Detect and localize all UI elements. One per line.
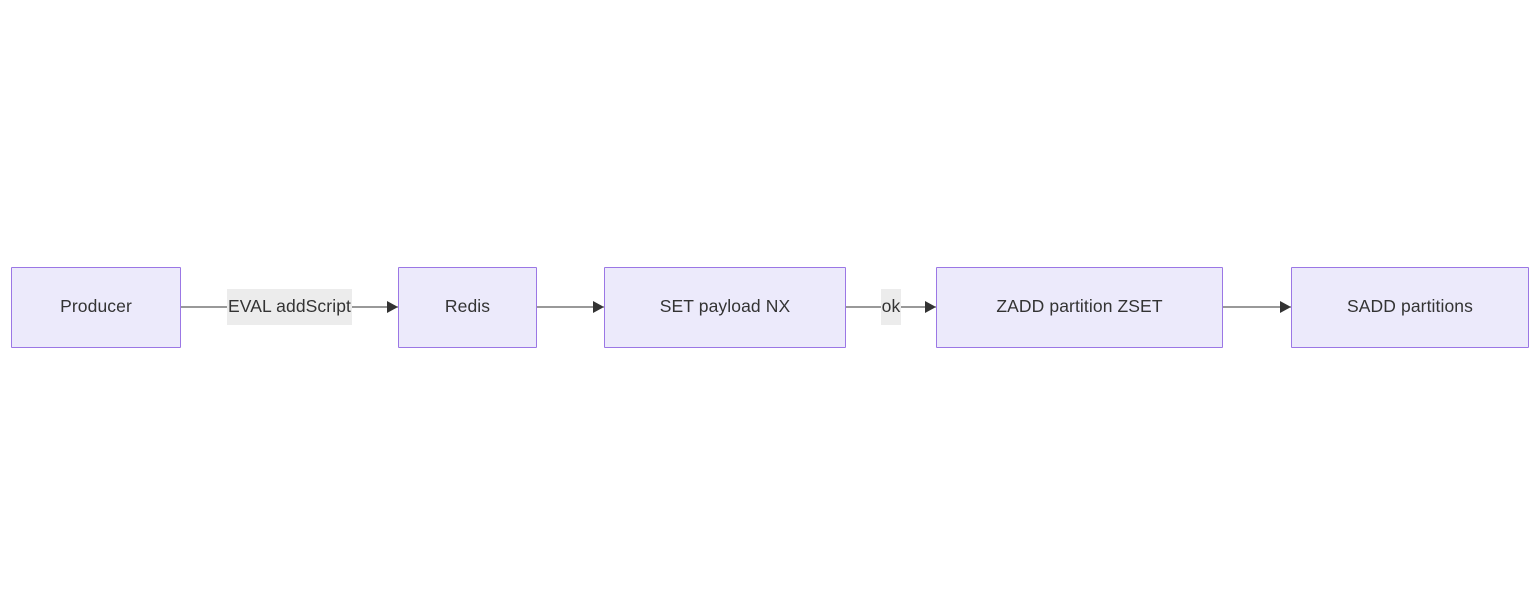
arrowhead-icon [593,301,604,313]
edge-line [537,306,604,308]
edge-label-ok: ok [880,288,902,326]
edge-zadd-to-sadd[interactable] [1223,267,1291,348]
edge-label-eval-addscript: EVAL addScript [227,288,352,326]
arrowhead-icon [387,301,398,313]
node-set-payload-nx[interactable]: SET payload NX [604,266,846,348]
edge-set-payload-to-zadd[interactable]: ok [846,267,936,348]
flow-sequence: Producer EVAL addScript Redis SET payloa… [0,266,1536,348]
node-set-payload-nx-label: SET payload NX [659,296,791,317]
arrowhead-icon [925,301,936,313]
node-zadd-partition-zset-label: ZADD partition ZSET [996,296,1163,317]
edge-producer-to-redis[interactable]: EVAL addScript [181,267,398,348]
node-sadd-partitions[interactable]: SADD partitions [1291,266,1529,348]
node-sadd-partitions-label: SADD partitions [1347,296,1473,317]
edge-redis-to-set-payload[interactable] [537,267,604,348]
arrowhead-icon [1280,301,1291,313]
node-redis[interactable]: Redis [398,266,537,348]
node-redis-label: Redis [444,296,491,317]
node-zadd-partition-zset[interactable]: ZADD partition ZSET [936,266,1223,348]
node-producer-label: Producer [60,296,132,317]
node-producer[interactable]: Producer [11,266,181,348]
edge-line [1223,306,1291,308]
